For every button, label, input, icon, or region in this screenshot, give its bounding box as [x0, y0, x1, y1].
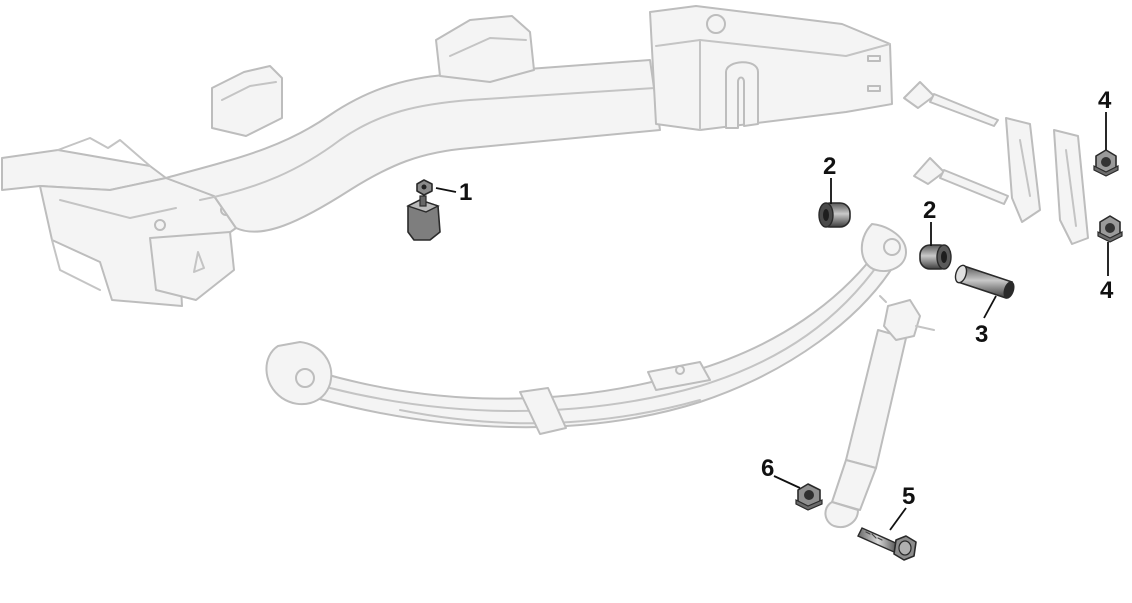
- callout-1: 1: [459, 179, 472, 206]
- leader-6: [773, 475, 801, 489]
- shock-bolt: [857, 527, 917, 561]
- callout-5: 5: [902, 483, 915, 510]
- leader-3: [983, 295, 997, 319]
- shock-absorber: [824, 295, 935, 528]
- shock-nut: [795, 483, 823, 511]
- leader-5: [889, 507, 907, 531]
- callout-4-lower: 4: [1100, 277, 1114, 304]
- callout-2-right: 2: [923, 197, 936, 224]
- callouts: 1 2 2 3 4 4 5 6: [459, 87, 1114, 510]
- spring-hanger-plates: [903, 81, 1089, 245]
- flange-nut-lower: [1097, 215, 1123, 243]
- bump-stop: [406, 195, 441, 241]
- leader-lines: [435, 112, 1109, 531]
- callout-6: 6: [761, 455, 774, 482]
- bushing-right: [919, 244, 952, 270]
- leaf-spring: [265, 223, 907, 435]
- callout-3: 3: [975, 321, 988, 348]
- leader-1: [435, 187, 457, 193]
- callout-2-left: 2: [823, 153, 836, 180]
- frame-rail: [1, 5, 893, 307]
- flange-nut-upper: [1093, 149, 1119, 177]
- bushing-left: [818, 202, 851, 228]
- callout-4-upper: 4: [1098, 87, 1112, 114]
- sleeve: [954, 264, 1015, 300]
- nut-small: [416, 179, 433, 196]
